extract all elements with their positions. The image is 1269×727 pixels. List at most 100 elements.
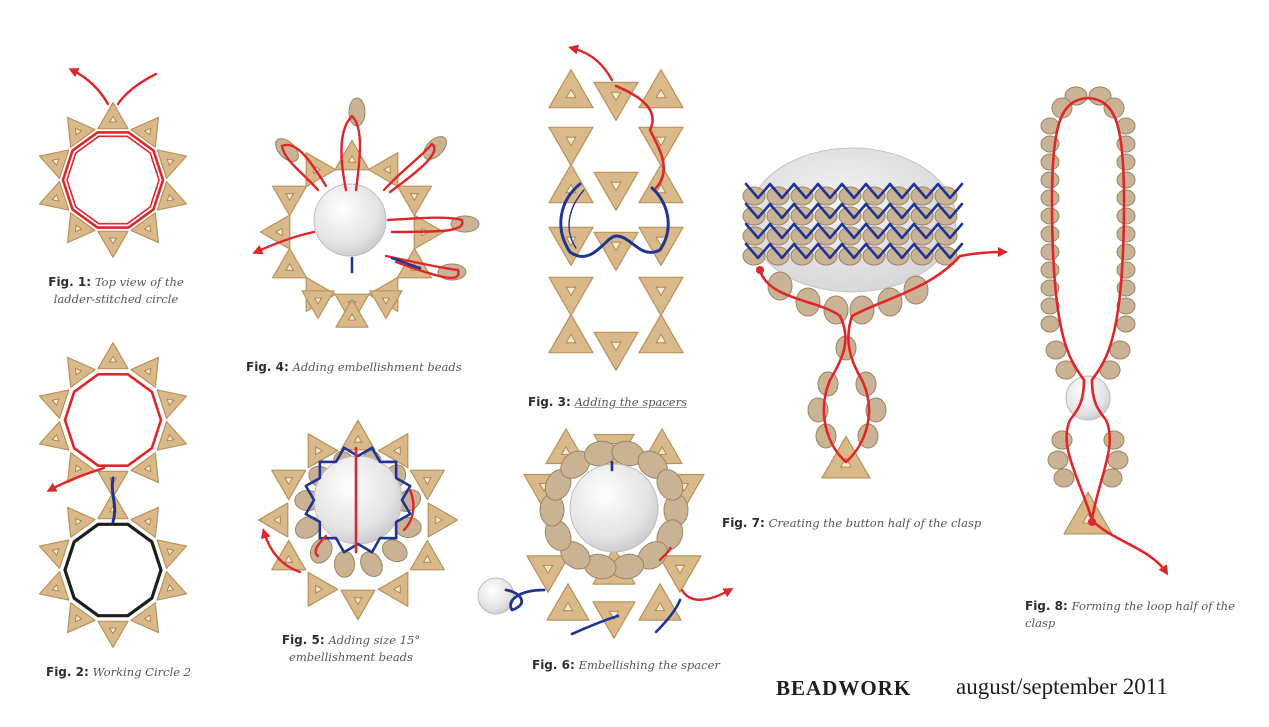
seed-bead <box>742 186 766 206</box>
thread <box>68 527 158 613</box>
bead-hole <box>75 517 83 526</box>
bead-hole <box>565 88 577 99</box>
figure-8-text: Forming the loop half of the clasp <box>1025 599 1235 630</box>
bead-hole <box>51 434 60 442</box>
bead-hole <box>655 183 667 194</box>
seed-bead <box>1116 297 1136 315</box>
seed-bead <box>886 246 910 266</box>
thread <box>390 256 422 270</box>
seed-bead <box>1040 225 1060 243</box>
figure-7-diagram <box>742 147 1008 479</box>
seed-bead <box>1116 315 1136 333</box>
bead-hole <box>51 194 60 202</box>
seed-bead <box>910 186 934 206</box>
bead-hole <box>382 165 391 175</box>
bead-hole <box>143 127 151 136</box>
figure-3-text: Adding the spacers <box>574 395 688 409</box>
figure-6-text: Embellishing the spacer <box>578 658 720 672</box>
bead-hole <box>143 224 151 233</box>
triangle-bead <box>66 116 96 148</box>
bead-hole <box>381 297 391 305</box>
magazine-brand: BEADWORK <box>776 676 912 700</box>
seed-bead <box>877 287 903 317</box>
bead-hole <box>75 464 83 473</box>
seed-bead <box>381 539 408 563</box>
seed-bead <box>1040 207 1060 225</box>
triangle-bead <box>130 452 159 484</box>
bead-hole <box>272 515 281 525</box>
bead-hole <box>166 584 175 592</box>
figure-3-diagram <box>548 44 684 371</box>
thread <box>658 546 672 562</box>
seed-bead <box>1103 430 1125 450</box>
figure-4-label: Fig. 4: <box>246 360 289 374</box>
thread <box>280 143 328 192</box>
pearl-bead <box>313 455 403 545</box>
seed-bead <box>934 246 958 266</box>
bead-hole <box>143 464 151 473</box>
bead-hole <box>610 91 622 102</box>
triangle-bead <box>38 539 70 570</box>
figure-1-label: Fig. 1: <box>48 275 92 289</box>
seed-bead <box>862 226 886 246</box>
seed-bead <box>910 246 934 266</box>
thread <box>758 247 1008 464</box>
bead-hole <box>347 313 357 321</box>
pearl-bead <box>1065 375 1111 421</box>
seed-bead <box>934 226 958 246</box>
bead-hole <box>315 584 324 594</box>
thread <box>680 588 734 601</box>
triangle-bead <box>156 539 188 570</box>
bead-hole <box>75 614 83 623</box>
figure-2-caption: Fig. 2: Working Circle 2 <box>46 664 226 681</box>
triangle-bead <box>821 435 871 479</box>
figure-4-text: Adding embellishment beads <box>292 360 462 374</box>
thread <box>402 488 415 532</box>
bead-hole <box>422 554 432 563</box>
bead-hole <box>313 297 323 305</box>
bead-hole <box>166 398 175 406</box>
thread <box>654 598 682 634</box>
bead-hole <box>109 237 117 245</box>
thread <box>252 230 316 255</box>
seed-bead <box>766 206 790 226</box>
pearl-bead <box>313 183 387 257</box>
bead-hole <box>655 136 667 147</box>
bead-hole <box>51 548 60 556</box>
seed-bead <box>790 206 814 226</box>
seed-bead <box>334 550 356 578</box>
thread <box>744 182 964 200</box>
seed-bead <box>1040 171 1060 189</box>
bead-hole <box>285 193 295 202</box>
bead-hole <box>274 227 283 237</box>
triangle-bead <box>1063 491 1113 535</box>
seed-bead <box>1116 207 1136 225</box>
bead-hole <box>542 564 554 575</box>
bead-hole <box>143 367 151 376</box>
thread <box>260 528 302 574</box>
seed-bead <box>886 226 910 246</box>
triangle-bead <box>38 149 70 179</box>
seed-bead <box>814 206 838 226</box>
triangle-bead <box>156 421 188 451</box>
seed-bead <box>903 275 929 305</box>
bead-hole <box>353 434 363 443</box>
triangle-bead <box>66 356 96 388</box>
seed-bead <box>1064 86 1088 106</box>
triangle-bead <box>66 452 96 484</box>
bead-hole <box>560 446 572 455</box>
seed-bead <box>1116 261 1136 279</box>
triangle-bead <box>156 389 188 419</box>
seed-bead <box>1116 225 1136 243</box>
thread <box>744 222 964 240</box>
seed-bead <box>934 186 958 206</box>
bead-hole <box>392 584 401 594</box>
seed-bead <box>838 206 862 226</box>
seed-bead <box>309 537 333 564</box>
seed-bead <box>1040 243 1060 261</box>
figure-7-caption: Fig. 7: Creating the button half of the … <box>722 515 1002 532</box>
bead-hole <box>166 194 175 202</box>
seed-bead <box>656 469 684 501</box>
bead-hole <box>674 564 686 575</box>
